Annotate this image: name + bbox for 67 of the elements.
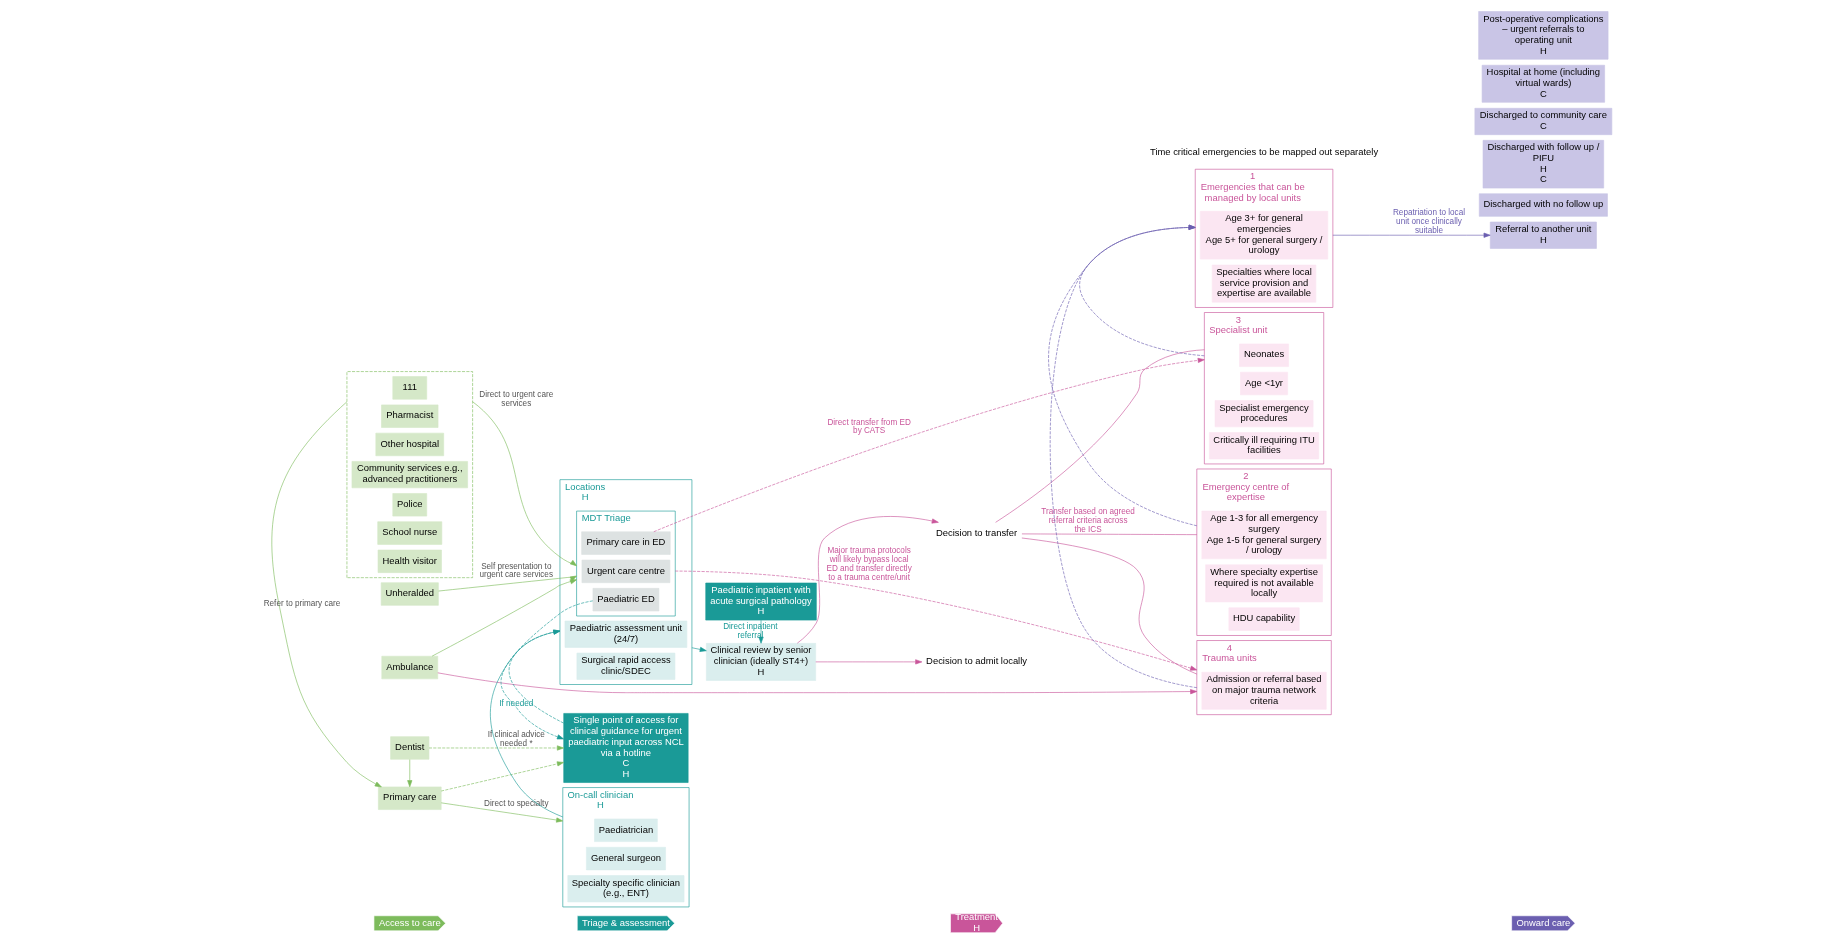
arrow (1078, 224, 1205, 356)
cluster (346, 370, 473, 578)
arrow (653, 357, 1205, 532)
node-box: HDU capability (1228, 607, 1300, 631)
node-box: Specialist emergency procedures (1214, 399, 1313, 427)
arrow (758, 619, 764, 644)
connector (1021, 537, 1197, 674)
node-box: Surgical rapid access clinic/SDEC (576, 652, 675, 680)
node-box: Discharged with no follow up (1478, 192, 1608, 217)
node-box: Referral to another unit H (1489, 221, 1597, 249)
node-text: Decision to admit locally (925, 654, 1027, 666)
node-box: Other hospital (375, 432, 444, 456)
node-box: Paediatrician (593, 818, 658, 842)
node-box: Police (392, 492, 427, 516)
arrow (1047, 224, 1197, 526)
arrow (440, 760, 564, 791)
arrow (1332, 232, 1491, 238)
node-box: Post-operative complications – urgent referrals to operating unit H (1477, 10, 1608, 60)
node-box: Discharged with follow up / PIFU H C (1482, 139, 1604, 188)
node-box: Paediatric assessment unit (24/7) (564, 620, 687, 648)
connector (994, 348, 1205, 523)
node-box: Community services e.g., advanced practitioners (351, 460, 468, 488)
arrow (500, 600, 593, 739)
arrow (508, 629, 564, 723)
connector (1021, 533, 1197, 535)
node-box: Primary care (377, 786, 441, 810)
arrow (1049, 224, 1197, 688)
arrow (674, 570, 1197, 671)
node-text: Decision to transfer (935, 526, 1017, 538)
arrow (471, 400, 577, 566)
node-box: Neonates (1238, 343, 1289, 367)
node-box: Specialty specific clinician (e.g., ENT) (567, 874, 684, 902)
node-box: Clinical review by senior clinician (ideally ST4+) H (705, 642, 816, 681)
node-box: School nurse (376, 520, 442, 545)
node-box: Dentist (389, 735, 429, 760)
node-box: Discharged to community care C (1474, 107, 1612, 135)
node-box: Age 1-3 for all emergency surgery Age 1-5 for general surgery / urology (1201, 510, 1327, 559)
label: Time critical emergencies to be mapped out separately (1149, 145, 1378, 157)
node-box: Ambulance (381, 655, 438, 679)
node-box: Where specialty expertise required is not available locally (1204, 564, 1323, 602)
arrow (440, 802, 563, 823)
node-box: Pharmacist (380, 404, 438, 428)
arrow (691, 646, 707, 652)
arrow (436, 672, 1197, 694)
node-box: Health visitor (377, 549, 442, 573)
node-box: Urgent care centre (581, 559, 670, 583)
node-box: Paediatric ED (592, 587, 659, 611)
arrow (796, 515, 939, 643)
arrow (431, 578, 577, 656)
arrow (489, 629, 563, 817)
arrow (814, 658, 922, 664)
node-box: Primary care in ED (580, 531, 671, 555)
node-box: Age 3+ for general emergencies Age 5+ for general surgery / urology (1199, 210, 1328, 259)
node-box: Specialties where local service provision and expertise are available (1211, 264, 1316, 302)
node-box: Admission or referral based on major trauma network criteria (1201, 671, 1327, 710)
node-box: Unheralded (380, 581, 439, 606)
node-box: Hospital at home (including virtual wards) C (1481, 64, 1605, 103)
arrow (271, 400, 382, 787)
node-box: Critically ill requiring ITU facilities (1208, 431, 1319, 459)
arrow (437, 575, 577, 591)
node-box: Single point of access for clinical guidance for urgent paediatric input across NCL via a hotline C H (562, 712, 688, 783)
node-box: 111 (392, 375, 427, 400)
arrow (428, 744, 564, 750)
arrow (406, 758, 412, 787)
node-box: General surgeon (585, 846, 666, 870)
node-box: Paediatric inpatient with acute surgical pathology H (704, 582, 817, 620)
node-box: Age <1yr (1239, 371, 1288, 395)
